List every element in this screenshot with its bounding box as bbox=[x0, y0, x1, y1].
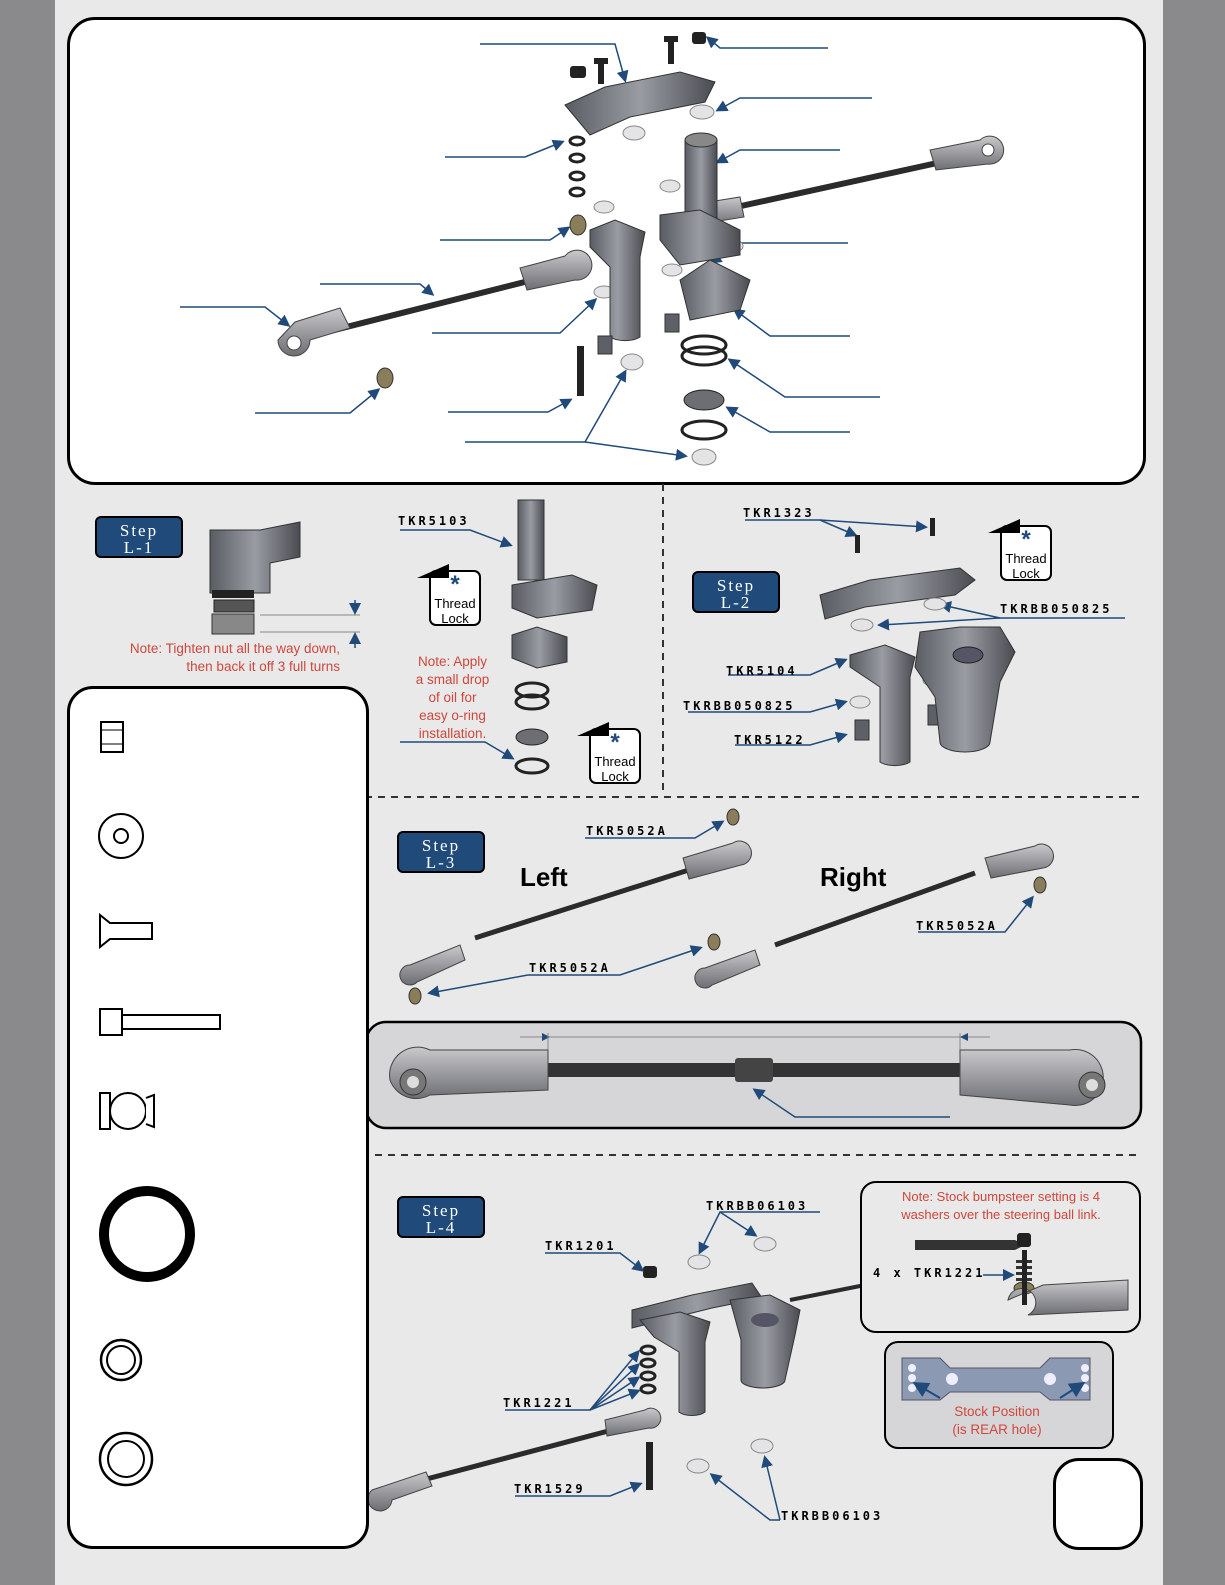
step-l1-note: Note: Tighten nut all the way down, then… bbox=[95, 640, 340, 676]
asterisk-icon: * bbox=[610, 729, 620, 756]
part-label-tkrbb06103-top: TKRBB06103 bbox=[706, 1199, 809, 1213]
thread-lock-flag-icon bbox=[577, 722, 609, 736]
step-l4-drawing bbox=[367, 1211, 866, 1521]
bumpsteer-note-line2: washers over the steering ball link. bbox=[901, 1207, 1101, 1222]
tie-rod-drawing bbox=[389, 1033, 1106, 1118]
washers-label: 4 x TKR1221 bbox=[873, 1266, 986, 1280]
step-l2-number: L-2 bbox=[720, 593, 752, 612]
thread-lock-text: Thread bbox=[594, 754, 636, 769]
part-label-tkr1201: TKR1201 bbox=[545, 1239, 617, 1253]
part-label-tkr5103: TKR5103 bbox=[398, 514, 470, 528]
part-label-tkrbb050825-b: TKRBB050825 bbox=[683, 699, 796, 713]
thread-lock-text: Thread bbox=[434, 596, 476, 611]
part-label-tkr5122: TKR5122 bbox=[734, 733, 806, 747]
step-l4-title: Step bbox=[421, 1201, 461, 1220]
oil-note-line2: a small drop bbox=[415, 672, 490, 687]
oil-note-line5: installation. bbox=[418, 726, 487, 741]
oil-note-line1: Note: Apply bbox=[417, 654, 488, 669]
part-label-tkr5052a-right: TKR5052A bbox=[916, 919, 998, 933]
stock-position-line1: Stock Position bbox=[954, 1404, 1040, 1419]
oil-note: Note: Apply a small drop of oil for easy… bbox=[390, 653, 515, 743]
thread-lock-text: Lock bbox=[1012, 566, 1040, 581]
hardware-legend-panel bbox=[67, 686, 369, 1549]
step-l1-number: L-1 bbox=[123, 538, 155, 557]
part-label-tkr5052a-top: TKR5052A bbox=[586, 824, 668, 838]
step-l1-note-line2: then back it off 3 full turns bbox=[186, 659, 340, 674]
left-label: Left bbox=[520, 862, 568, 892]
part-label-tkr5104: TKR5104 bbox=[726, 664, 798, 678]
part-label-tkr1323: TKR1323 bbox=[743, 506, 815, 520]
exploded-top-drawing bbox=[180, 32, 1005, 466]
part-label-tkr5052a-bottom: TKR5052A bbox=[529, 961, 611, 975]
asterisk-icon: * bbox=[450, 571, 460, 598]
step-l3-number: L-3 bbox=[425, 853, 457, 872]
bumpsteer-note-line1: Note: Stock bumpsteer setting is 4 bbox=[902, 1189, 1100, 1204]
thread-lock-text: Thread bbox=[1005, 551, 1047, 566]
oil-note-line3: of oil for bbox=[428, 690, 477, 705]
thread-lock-text: Lock bbox=[441, 611, 469, 626]
step-l4-number: L-4 bbox=[425, 1218, 457, 1237]
step-l1-drawing bbox=[209, 521, 361, 648]
left-page-margin bbox=[0, 0, 55, 1585]
stock-position-note: Stock Position (is REAR hole) bbox=[884, 1403, 1110, 1439]
step-l1-note-line1: Note: Tighten nut all the way down, bbox=[129, 641, 340, 656]
part-label-tkr1221: TKR1221 bbox=[503, 1396, 575, 1410]
part-label-tkr1529: TKR1529 bbox=[514, 1482, 586, 1496]
step-l2-title: Step bbox=[716, 576, 756, 595]
part-label-tkrbb06103-bottom: TKRBB06103 bbox=[781, 1509, 884, 1523]
page-number-box bbox=[1053, 1458, 1143, 1550]
right-page-margin bbox=[1163, 0, 1225, 1585]
step-l3-drawing bbox=[399, 808, 1054, 1005]
step-l3-title: Step bbox=[421, 836, 461, 855]
stock-position-line2: (is REAR hole) bbox=[952, 1422, 1042, 1437]
bumpsteer-note: Note: Stock bumpsteer setting is 4 washe… bbox=[866, 1188, 1136, 1224]
thread-lock-flag-icon bbox=[988, 519, 1020, 533]
step-l1-title: Step bbox=[119, 521, 159, 540]
thread-lock-flag-icon bbox=[417, 564, 449, 578]
part-label-tkrbb050825-a: TKRBB050825 bbox=[1000, 602, 1113, 616]
thread-lock-text: Lock bbox=[601, 769, 629, 784]
right-label: Right bbox=[820, 862, 887, 892]
step-l2-drawing bbox=[688, 518, 1125, 767]
oil-note-line4: easy o-ring bbox=[419, 708, 486, 723]
center-parts-drawing bbox=[400, 499, 598, 775]
asterisk-icon: * bbox=[1021, 526, 1031, 553]
